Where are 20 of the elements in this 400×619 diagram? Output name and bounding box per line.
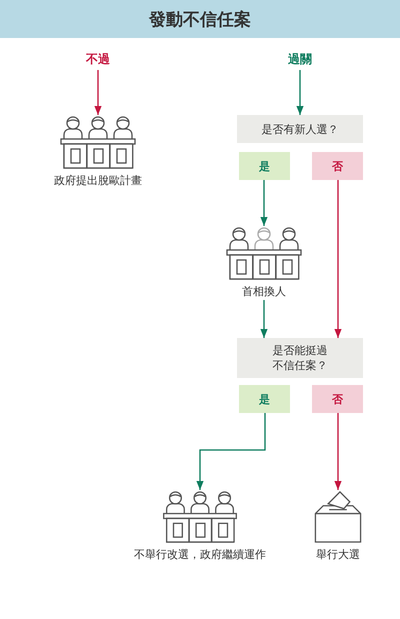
branch-label: 過關 bbox=[275, 48, 325, 70]
yes-box: 是 bbox=[239, 385, 290, 413]
node-label: 首相換人 bbox=[242, 284, 286, 299]
arrow bbox=[260, 300, 268, 338]
arrow bbox=[334, 180, 342, 338]
title-banner: 發動不信任案 bbox=[0, 0, 400, 38]
no-box: 否 bbox=[312, 152, 363, 180]
arrow bbox=[196, 413, 266, 490]
question-box: 是否有新人選？ bbox=[237, 115, 363, 143]
node-label: 舉行大選 bbox=[316, 547, 360, 562]
arrow bbox=[260, 180, 268, 226]
no-box: 否 bbox=[312, 385, 363, 413]
question-box: 是否能挺過不信任案？ bbox=[237, 338, 363, 378]
node-label: 不舉行改選，政府繼續運作 bbox=[134, 547, 266, 562]
node-label: 政府提出脫歐計畫 bbox=[54, 173, 142, 188]
yes-box: 是 bbox=[239, 152, 290, 180]
arrow bbox=[94, 70, 102, 115]
branch-label: 不過 bbox=[73, 48, 123, 70]
arrow bbox=[334, 413, 342, 490]
arrow bbox=[296, 70, 304, 115]
